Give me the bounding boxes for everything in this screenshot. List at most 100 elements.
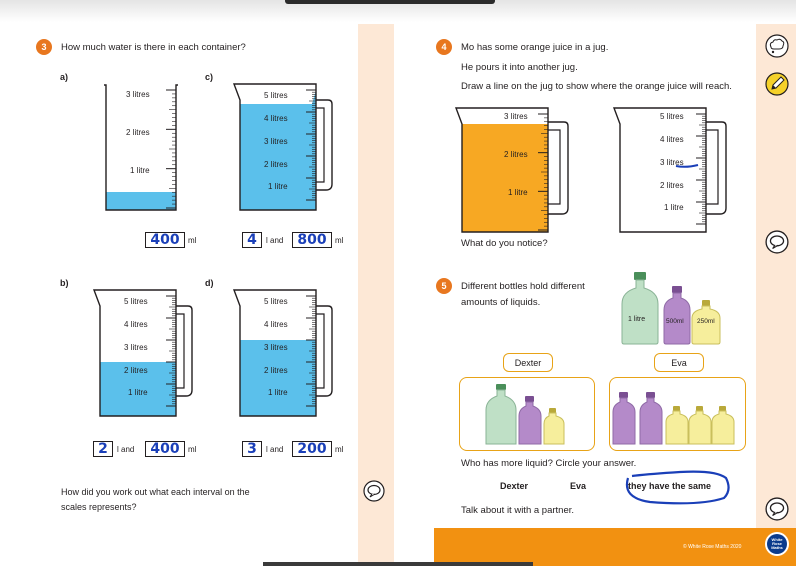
empty-jug [612,107,727,233]
q5-who-more: Who has more liquid? Circle your answer. [461,458,637,469]
discussion-bubble-icon [363,480,385,502]
container-c-label-4l: 4 litres [264,114,288,123]
answer-d-ml-unit: ml [335,445,344,454]
dexter-bottles [485,384,565,445]
container-b-water [100,362,176,416]
part-b-label: b) [60,278,69,288]
answer-b-litres-box[interactable]: 2 [93,441,113,457]
empty-jug-label-2l: 2 litres [660,181,684,190]
q4-line3: Draw a line on the jug to show where the… [461,81,732,92]
container-b-label-3l: 3 litres [124,343,148,352]
container-d-label-4l: 4 litres [264,320,288,329]
name-eva: Eva [654,353,704,372]
container-c-scale-ticks [306,89,316,201]
part-c-label: c) [205,72,214,82]
container-b-label-5l: 5 litres [124,297,148,306]
container-d-scale-ticks [306,295,316,407]
option-dexter[interactable]: Dexter [500,481,529,491]
footer-copyright: © White Rose Maths 2020 [683,544,742,550]
viewer-top-bar [0,0,796,22]
left-page-margin [358,24,394,566]
orange-juice-fill [462,124,548,232]
answer-b-ml-handwritten: 400 [150,441,180,457]
container-c-label-3l: 3 litres [264,137,288,146]
answer-c-ml-handwritten: 800 [297,232,327,248]
container-c-label-2l: 2 litres [264,160,288,169]
container-b-scale-ticks [166,295,176,407]
answer-d-litres-box[interactable]: 3 [242,441,262,457]
container-d-label-3l: 3 litres [264,343,288,352]
orange-jug-label-2l: 2 litres [504,150,528,159]
q4-line1: Mo has some orange juice in a jug. [461,42,609,53]
answer-c-and: l and [266,236,284,245]
eva-bottles [612,392,735,445]
orange-jug-label-3l: 3 litres [504,112,528,121]
q3-prompt: How much water is there in each containe… [61,42,246,53]
container-d-label-5l: 5 litres [264,297,288,306]
part-d-label: d) [205,278,214,288]
q4-notice: What do you notice? [461,238,548,249]
q5-line2: amounts of liquids. [461,297,541,308]
q5-line1: Different bottles hold different [461,281,585,292]
answer-a-ml-unit: ml [188,236,197,245]
answer-c-ml-box[interactable]: 800 [292,232,332,248]
container-c-label-5l: 5 litres [264,91,288,100]
container-b-label-2l: 2 litres [124,366,148,375]
discussion-bubble-icon [765,230,789,254]
container-c-jug [232,83,333,211]
answer-d-and: l and [266,445,284,454]
orange-jug-label-1l: 1 litre [508,188,528,197]
answer-d-litres-handwritten: 3 [247,441,257,457]
dexter-bottles-box [459,377,595,451]
empty-jug-label-1l: 1 litre [664,203,684,212]
drawn-juice-level-line [675,164,699,168]
question-number-4: 4 [436,39,452,55]
option-eva[interactable]: Eva [570,481,587,491]
answer-c-ml-unit: ml [335,236,344,245]
answer-c-litres-handwritten: 4 [247,232,257,248]
container-b-label-1l: 1 litre [128,388,148,397]
container-d-label-1l: 1 litre [268,388,288,397]
container-a-beaker [104,84,178,211]
bottle-key-500ml: 500ml [666,318,684,325]
answer-b-and: l and [117,445,135,454]
empty-jug-scale-ticks [696,113,706,225]
orange-juice-jug [454,107,569,233]
option-they-have-the-same[interactable]: they have the same [628,481,712,491]
container-c-water [240,90,316,210]
container-b-jug [92,289,193,417]
container-a-water [106,192,176,210]
answer-c-litres-box[interactable]: 4 [242,232,262,248]
answer-d-ml-box[interactable]: 200 [292,441,332,457]
bottle-key-250ml: 250ml [697,318,715,325]
empty-jug-label-4l: 4 litres [660,135,684,144]
container-a-scale-ticks [166,89,176,209]
part-a-label: a) [60,72,69,82]
container-b-label-4l: 4 litres [124,320,148,329]
q5-talk: Talk about it with a partner. [461,505,575,516]
pencil-task-icon [765,72,789,96]
empty-jug-label-5l: 5 litres [660,112,684,121]
white-rose-maths-logo: White Rose Maths [765,532,789,556]
container-c-label-1l: 1 litre [268,182,288,191]
horizontal-scrollbar[interactable] [263,562,533,566]
answer-d-ml-handwritten: 200 [297,441,327,457]
answer-a-ml-box[interactable]: 400 [145,232,185,248]
container-d-jug [232,289,333,417]
q3-followup-line1: How did you work out what each interval … [61,487,250,497]
answer-b-litres-handwritten: 2 [98,441,108,457]
container-a-label-3l: 3 litres [126,90,150,99]
viewer-tab-indicator[interactable] [285,0,495,4]
question-number-3: 3 [36,39,52,55]
q3-followup-line2: scales represents? [61,502,137,512]
answer-b-ml-unit: ml [188,445,197,454]
orange-jug-scale-ticks [538,113,548,231]
bottle-key [621,272,721,345]
container-a-label-2l: 2 litres [126,128,150,137]
handwritten-answer-circle [625,470,730,505]
page-footer [434,528,796,566]
answer-b-ml-box[interactable]: 400 [145,441,185,457]
name-dexter: Dexter [503,353,553,372]
q4-line2: He pours it into another jug. [461,62,578,73]
question-number-5: 5 [436,278,452,294]
